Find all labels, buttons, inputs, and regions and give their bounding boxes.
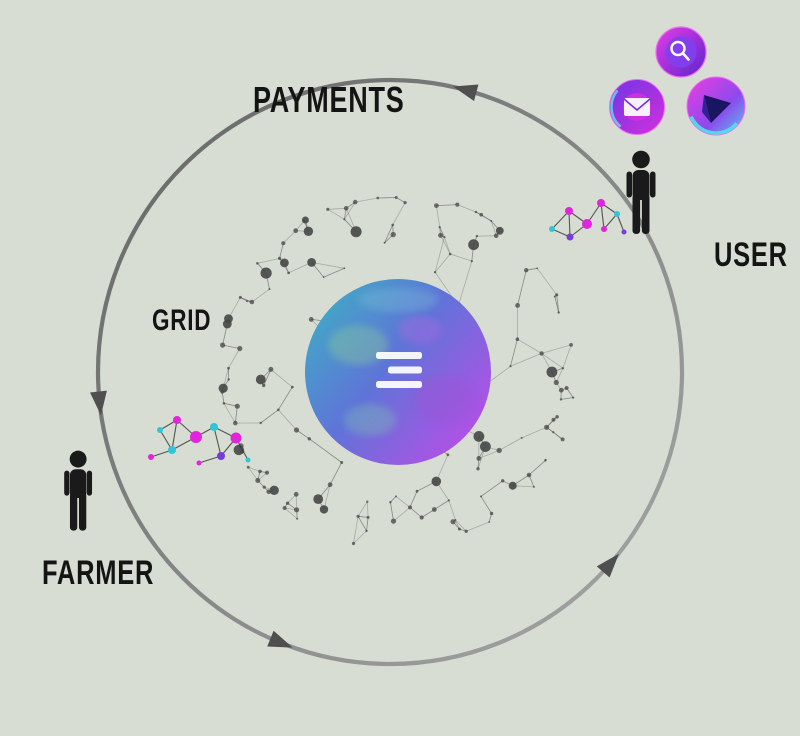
media-icon	[686, 76, 746, 136]
flow-arrow-icon	[596, 553, 619, 578]
globe	[305, 279, 491, 465]
flow-arrow-icon	[89, 390, 107, 416]
farmer-label: FARMER	[42, 554, 155, 592]
capacity-cluster-right	[549, 199, 627, 241]
app-icons	[609, 26, 746, 136]
flow-arrow-icon	[453, 84, 479, 101]
flow-ring	[89, 77, 685, 667]
mail-icon	[609, 79, 665, 135]
grid-label: GRID	[152, 304, 212, 337]
user-label: USER	[714, 236, 788, 274]
capacity-cluster-left	[148, 416, 251, 466]
flow-circle	[95, 77, 685, 667]
payments-label: PAYMENTS	[253, 79, 405, 120]
flow-arrow-icon	[267, 630, 293, 648]
farmer-person-icon	[64, 450, 93, 531]
threefold-logo-icon	[376, 352, 422, 388]
search-icon	[655, 26, 707, 78]
globe-continents	[328, 288, 475, 436]
